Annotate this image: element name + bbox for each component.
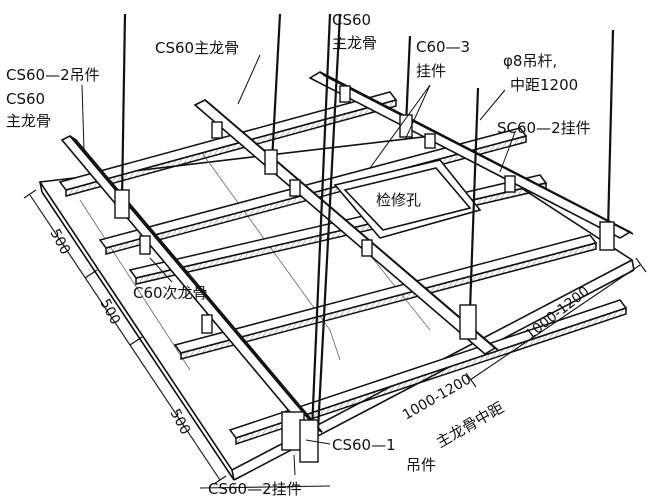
leader-lines	[81, 54, 516, 476]
label-sc60-2: SC60—2挂件	[497, 119, 591, 137]
label-c60-3-1: C60—3	[416, 38, 470, 56]
access-hole-frame	[333, 159, 482, 239]
label-c60-3-2: 挂件	[416, 62, 446, 80]
label-cs60-2-bottom: CS60—2挂件	[208, 480, 302, 498]
label-cs60-main-left-1: CS60	[6, 90, 45, 108]
label-cs60-1-1: CS60—1	[332, 436, 396, 454]
label-rod-2: 中距1200	[510, 76, 578, 94]
label-rod-1: φ8吊杆,	[503, 52, 557, 70]
dim-bottom-2: 主龙骨中距	[433, 398, 507, 451]
label-cs60-main-mid: CS60主龙骨	[155, 39, 239, 57]
callout-labels: CS60—2吊件 CS60 主龙骨 CS60主龙骨 CS60 主龙骨 C60—3…	[6, 11, 591, 498]
label-cs60-2-hanger-top: CS60—2吊件	[6, 66, 100, 84]
label-cs60-main-top-2: 主龙骨	[332, 34, 377, 52]
label-cs60-main-top-1: CS60	[332, 11, 371, 29]
label-cs60-main-left-2: 主龙骨	[6, 112, 51, 130]
hanger-rods	[120, 13, 615, 431]
label-access-hole: 检修孔	[376, 191, 421, 209]
label-c60-secondary: C60次龙骨	[133, 284, 208, 302]
label-cs60-1-2: 吊件	[406, 456, 436, 474]
dimension-lines	[23, 189, 647, 489]
